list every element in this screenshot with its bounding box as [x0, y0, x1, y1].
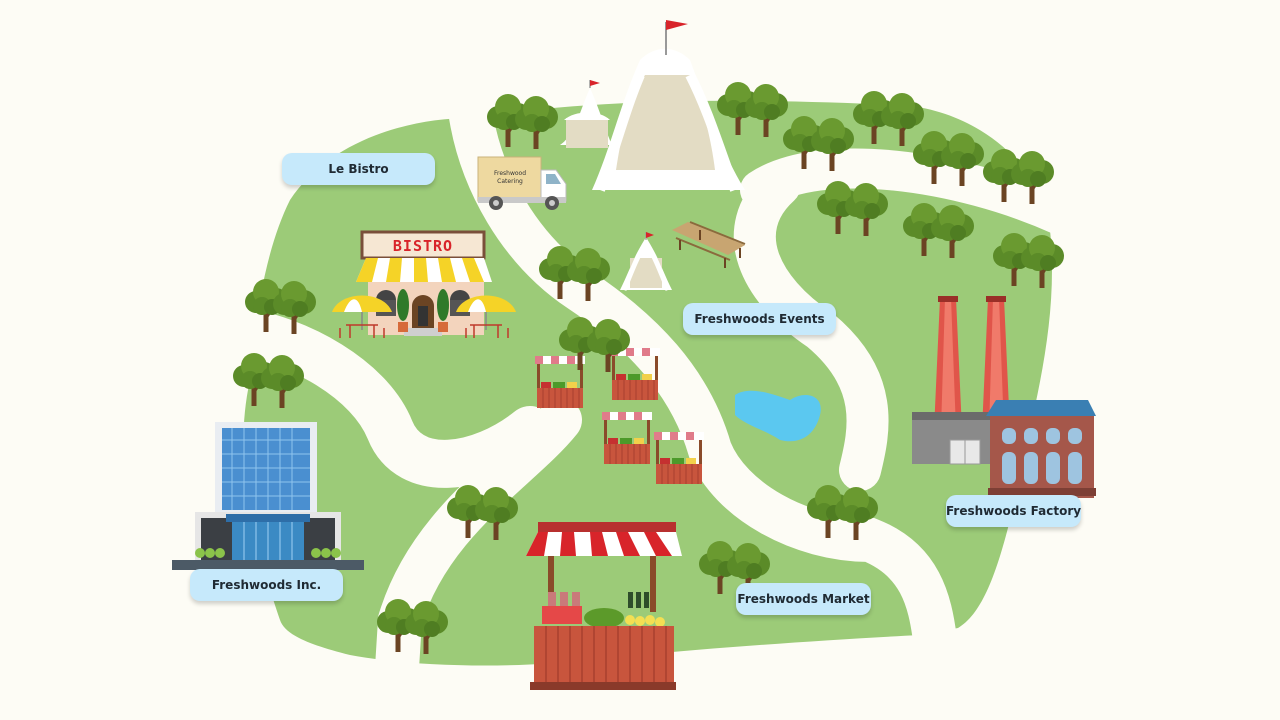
event-tent-icon — [560, 20, 745, 192]
catering-truck-icon: Freshwood Catering — [477, 156, 567, 210]
office-building-icon — [172, 422, 364, 570]
truck-text-line2: Catering — [497, 178, 523, 185]
bistro-icon: BISTRO — [332, 230, 516, 338]
location-label-freshwoods-factory[interactable]: Freshwoods Factory — [946, 495, 1081, 527]
picnic-table-icon — [672, 221, 746, 268]
location-label-le-bistro[interactable]: Le Bistro — [282, 153, 435, 185]
truck-text-line1: Freshwood — [494, 170, 526, 177]
big-market-stall-icon — [526, 522, 682, 690]
location-label-freshwoods-inc[interactable]: Freshwoods Inc. — [190, 569, 343, 601]
location-label-freshwoods-market[interactable]: Freshwoods Market — [736, 583, 871, 615]
location-label-freshwoods-events[interactable]: Freshwoods Events — [683, 303, 836, 335]
bistro-sign: BISTRO — [393, 237, 453, 255]
small-tent-icon — [620, 232, 672, 291]
pond-icon — [735, 390, 821, 442]
factory-icon — [912, 296, 1096, 498]
